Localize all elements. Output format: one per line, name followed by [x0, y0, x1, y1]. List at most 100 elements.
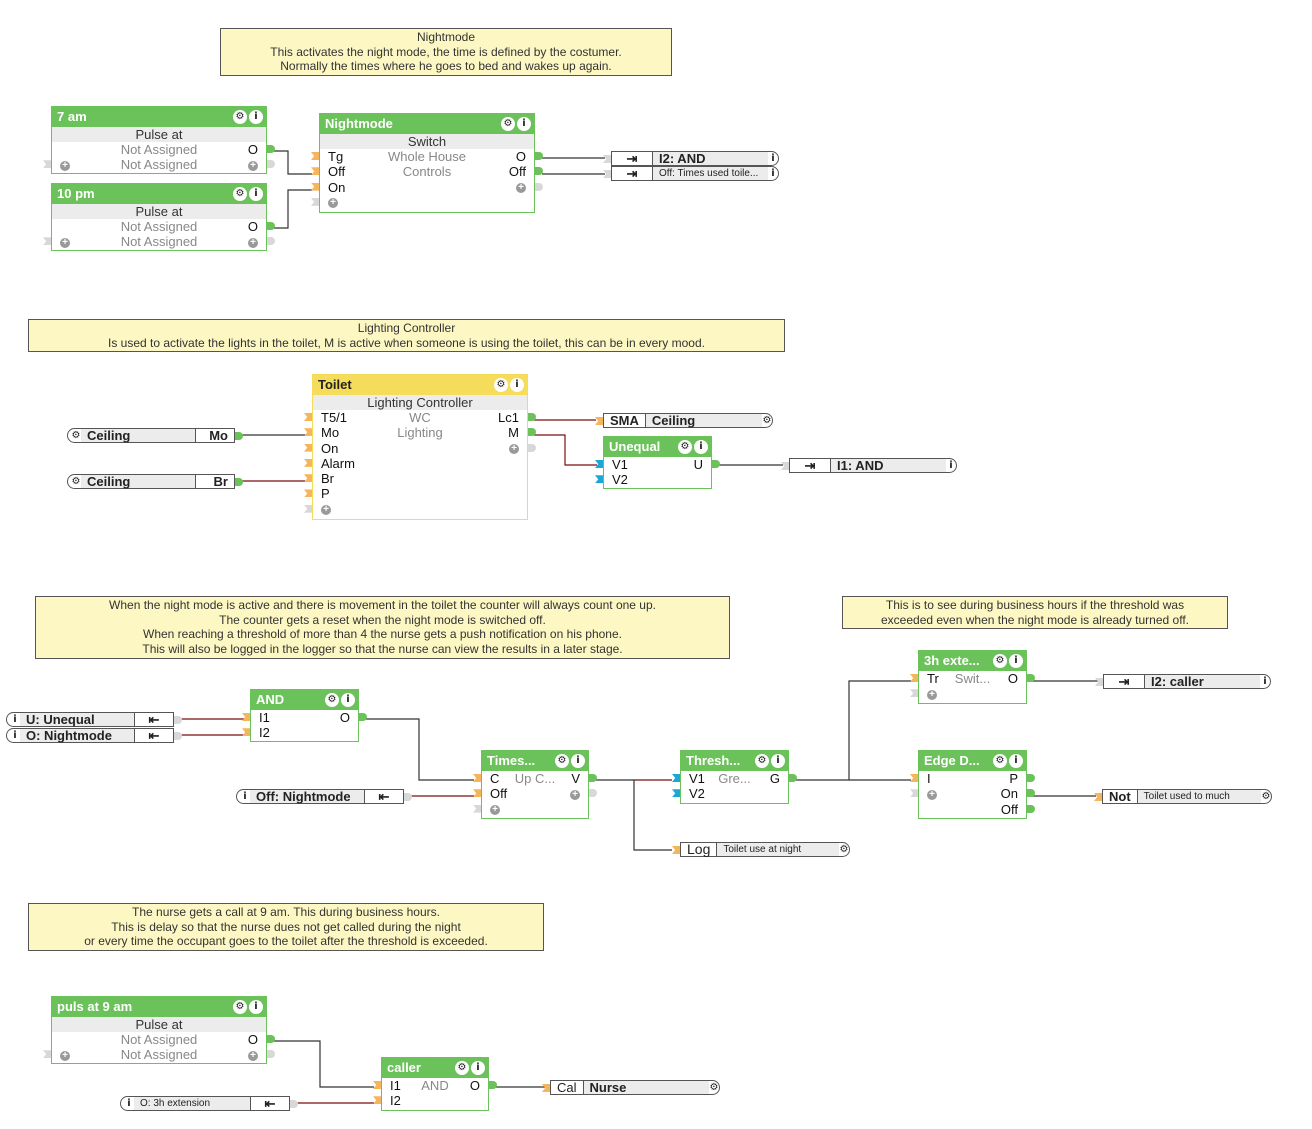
output-pin[interactable] — [267, 1035, 275, 1043]
ref-off-times-used[interactable]: ⇥ Off: Times used toile... i — [603, 166, 779, 181]
value-input-pin[interactable] — [595, 460, 603, 468]
info-icon[interactable]: i — [127, 1098, 131, 1109]
gear-icon[interactable]: ⚙ — [455, 1061, 469, 1075]
info-icon[interactable]: i — [571, 754, 585, 768]
add-input-pin[interactable] — [473, 804, 481, 813]
input-pin[interactable] — [242, 728, 250, 737]
input-pin[interactable] — [373, 1096, 381, 1105]
info-icon[interactable]: i — [510, 378, 524, 392]
info-icon[interactable]: i — [13, 730, 17, 741]
info-icon[interactable]: i — [949, 460, 953, 471]
plus-icon[interactable]: + — [570, 789, 580, 800]
gear-icon[interactable]: ⚙ — [233, 110, 247, 124]
ref-ceiling-br[interactable]: ⚙ Ceiling Br — [67, 474, 243, 489]
info-icon[interactable]: i — [249, 187, 263, 201]
info-icon[interactable]: i — [771, 754, 785, 768]
ref-cal-nurse[interactable]: Cal Nurse ⚙ — [542, 1080, 720, 1095]
input-pin[interactable] — [304, 443, 312, 452]
input-pin[interactable] — [304, 428, 312, 437]
ref-not-toilet-used[interactable]: Not Toilet used to much ⚙ — [1094, 789, 1272, 804]
output-pin[interactable] — [404, 793, 412, 801]
input-pin[interactable] — [304, 489, 312, 498]
input-pin[interactable] — [910, 774, 918, 782]
gear-icon[interactable]: ⚙ — [501, 117, 515, 131]
plus-icon[interactable]: + — [516, 183, 526, 194]
info-icon[interactable]: i — [1263, 676, 1267, 687]
add-input-pin[interactable] — [43, 237, 51, 246]
ref-u-unequal[interactable]: i U: Unequal ⇤ — [6, 712, 182, 727]
input-pin[interactable] — [672, 846, 680, 854]
add-output-pin[interactable] — [535, 182, 543, 191]
plus-icon[interactable]: + — [60, 160, 70, 171]
output-pin[interactable] — [489, 1081, 497, 1089]
plus-icon[interactable]: + — [248, 1050, 258, 1061]
output-pin[interactable] — [290, 1100, 298, 1108]
add-input-pin[interactable] — [304, 504, 312, 513]
gear-icon[interactable]: ⚙ — [762, 415, 772, 426]
input-pin[interactable] — [1094, 793, 1102, 801]
add-input-pin[interactable] — [43, 160, 51, 169]
info-icon[interactable]: i — [771, 153, 775, 164]
output-pin[interactable] — [528, 428, 536, 437]
gear-icon[interactable]: ⚙ — [233, 1000, 247, 1014]
add-output-pin[interactable] — [267, 160, 275, 169]
output-pin[interactable] — [789, 774, 797, 782]
input-pin-on[interactable] — [311, 182, 319, 191]
input-pin[interactable] — [304, 413, 312, 421]
info-icon[interactable]: i — [249, 110, 263, 124]
info-icon[interactable]: i — [517, 117, 531, 131]
plus-icon[interactable]: + — [60, 237, 70, 248]
gear-icon[interactable]: ⚙ — [839, 844, 849, 855]
input-pin-tg[interactable] — [311, 152, 319, 160]
ref-i1-and[interactable]: ⇥ I1: AND i — [781, 458, 957, 473]
add-output-pin[interactable] — [589, 789, 597, 798]
ref-o-nightmode[interactable]: i O: Nightmode ⇤ — [6, 728, 182, 743]
output-pin[interactable] — [589, 774, 597, 782]
gear-icon[interactable]: ⚙ — [71, 430, 81, 441]
output-pin[interactable] — [1027, 674, 1035, 682]
info-icon[interactable]: i — [694, 440, 708, 454]
output-pin[interactable] — [235, 478, 243, 486]
ref-i2-caller[interactable]: ⇥ I2: caller i — [1095, 674, 1271, 689]
output-pin[interactable] — [267, 145, 275, 153]
input-pin[interactable] — [473, 774, 481, 782]
gear-icon[interactable]: ⚙ — [993, 754, 1007, 768]
output-pin[interactable] — [528, 413, 536, 421]
add-input-pin[interactable] — [910, 789, 918, 798]
input-pin[interactable] — [595, 417, 603, 425]
input-pin-off[interactable] — [311, 167, 319, 176]
plus-icon[interactable]: + — [60, 1050, 70, 1061]
info-icon[interactable]: i — [249, 1000, 263, 1014]
gear-icon[interactable]: ⚙ — [709, 1082, 719, 1093]
plus-icon[interactable]: + — [328, 198, 338, 209]
add-input-pin[interactable] — [43, 1050, 51, 1059]
ref-ceiling-mo[interactable]: ⚙ Ceiling Mo — [67, 428, 243, 443]
info-icon[interactable]: i — [13, 714, 17, 725]
plus-icon[interactable]: + — [927, 689, 937, 700]
ref-sma-ceiling[interactable]: SMA Ceiling ⚙ — [595, 413, 773, 428]
info-icon[interactable]: i — [1009, 754, 1023, 768]
gear-icon[interactable]: ⚙ — [993, 654, 1007, 668]
info-icon[interactable]: i — [471, 1061, 485, 1075]
value-input-pin[interactable] — [672, 789, 680, 798]
gear-icon[interactable]: ⚙ — [678, 440, 692, 454]
gear-icon[interactable]: ⚙ — [233, 187, 247, 201]
input-pin[interactable] — [373, 1081, 381, 1089]
info-icon[interactable]: i — [243, 791, 247, 802]
add-input-pin[interactable] — [910, 689, 918, 698]
input-pin[interactable] — [242, 713, 250, 721]
output-pin[interactable] — [235, 432, 243, 440]
value-input-pin[interactable] — [672, 774, 680, 782]
output-pin-off[interactable] — [535, 167, 543, 176]
plus-icon[interactable]: + — [509, 444, 519, 455]
gear-icon[interactable]: ⚙ — [555, 754, 569, 768]
add-input-pin[interactable] — [311, 197, 319, 206]
output-pin[interactable] — [1027, 804, 1035, 813]
